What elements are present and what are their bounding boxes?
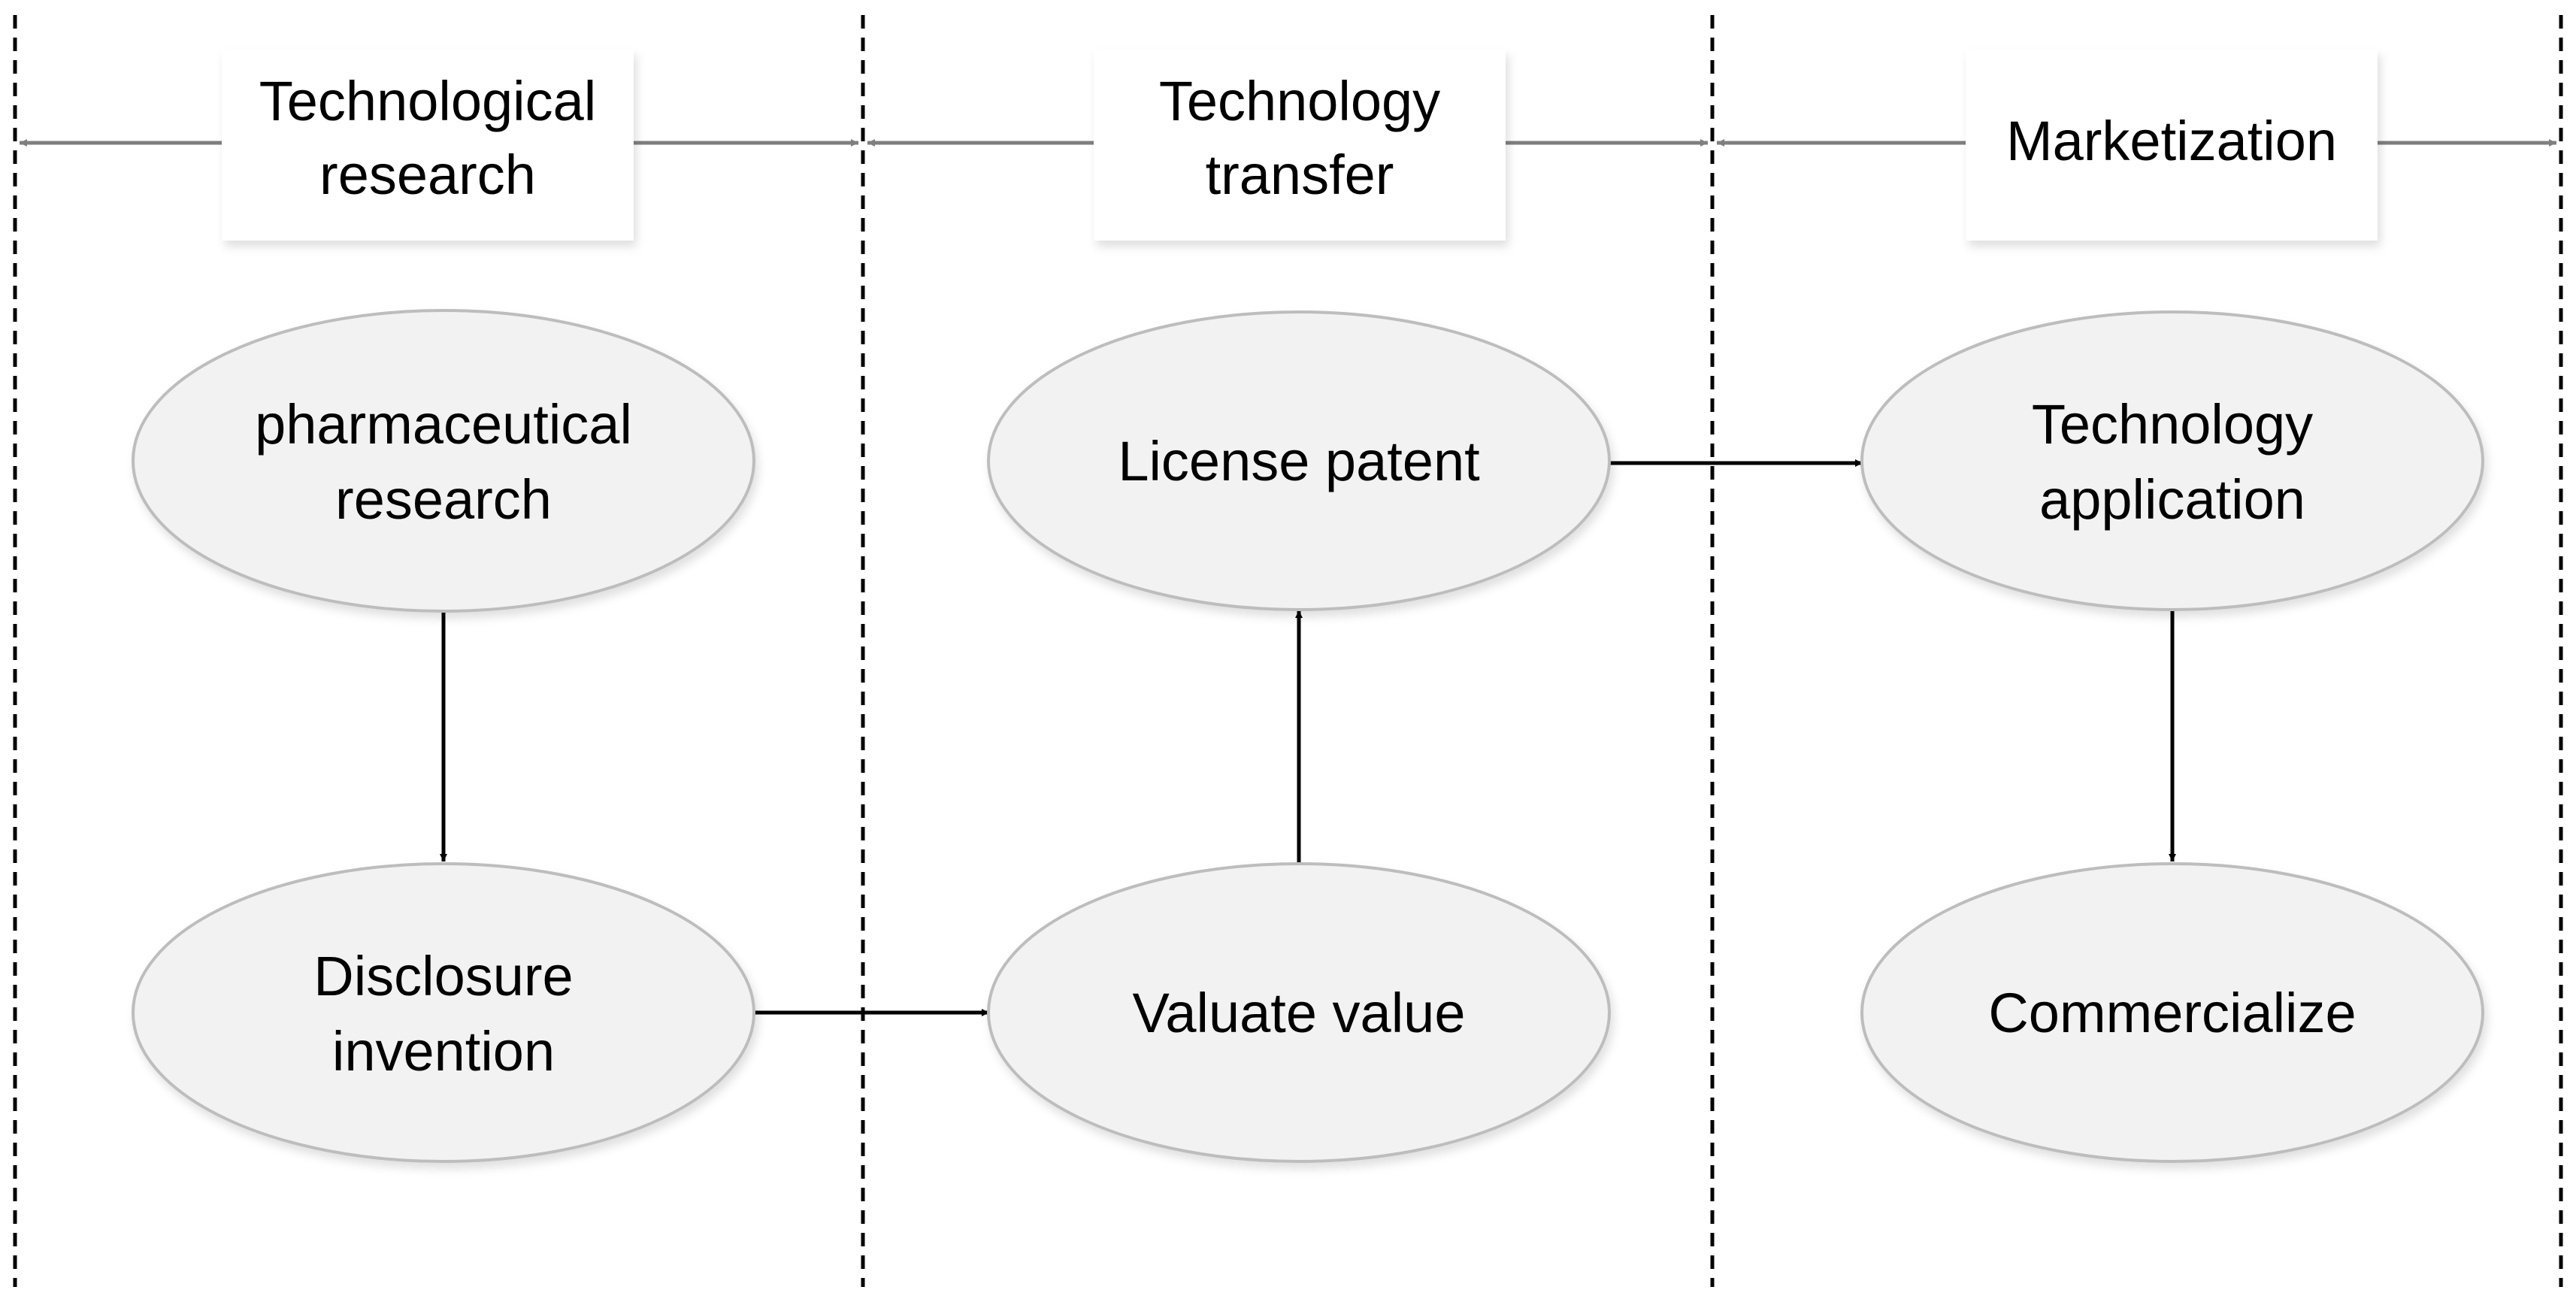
node-commercialize-line-1: Commercialize: [1988, 982, 2356, 1044]
phase-label-research-line-2: research: [319, 144, 536, 206]
node-techapp-line-2: application: [2039, 468, 2305, 531]
node-valuate-line-1: Valuate value: [1133, 982, 1466, 1044]
node-license-line-1: License patent: [1118, 430, 1480, 492]
phase-label-transfer-line-2: transfer: [1206, 144, 1394, 206]
phase-label-market: Marketization: [1966, 49, 2378, 241]
node-pharma-line-1: pharmaceutical: [255, 393, 632, 456]
node-technology-application: Technology application: [1860, 310, 2484, 611]
phase-label-research-line-1: Technological: [259, 70, 596, 132]
node-disclosure-invention: Disclosure invention: [132, 862, 755, 1163]
node-valuate-value: Valuate value: [987, 862, 1611, 1163]
phase-label-transfer-line-1: Technology: [1159, 70, 1440, 132]
node-commercialize: Commercialize: [1860, 862, 2484, 1163]
node-pharmaceutical-research: pharmaceutical research: [132, 309, 755, 613]
phase-label-transfer: Technology transfer: [1094, 49, 1506, 241]
phase-label-market-line-1: Marketization: [2006, 110, 2337, 172]
node-disclosure-line-2: invention: [332, 1020, 555, 1082]
node-disclosure-line-1: Disclosure: [313, 945, 573, 1007]
node-pharma-line-2: research: [335, 468, 552, 531]
node-techapp-line-1: Technology: [2032, 393, 2313, 456]
phase-label-research: Technological research: [222, 49, 634, 241]
node-license-patent: License patent: [987, 310, 1611, 611]
